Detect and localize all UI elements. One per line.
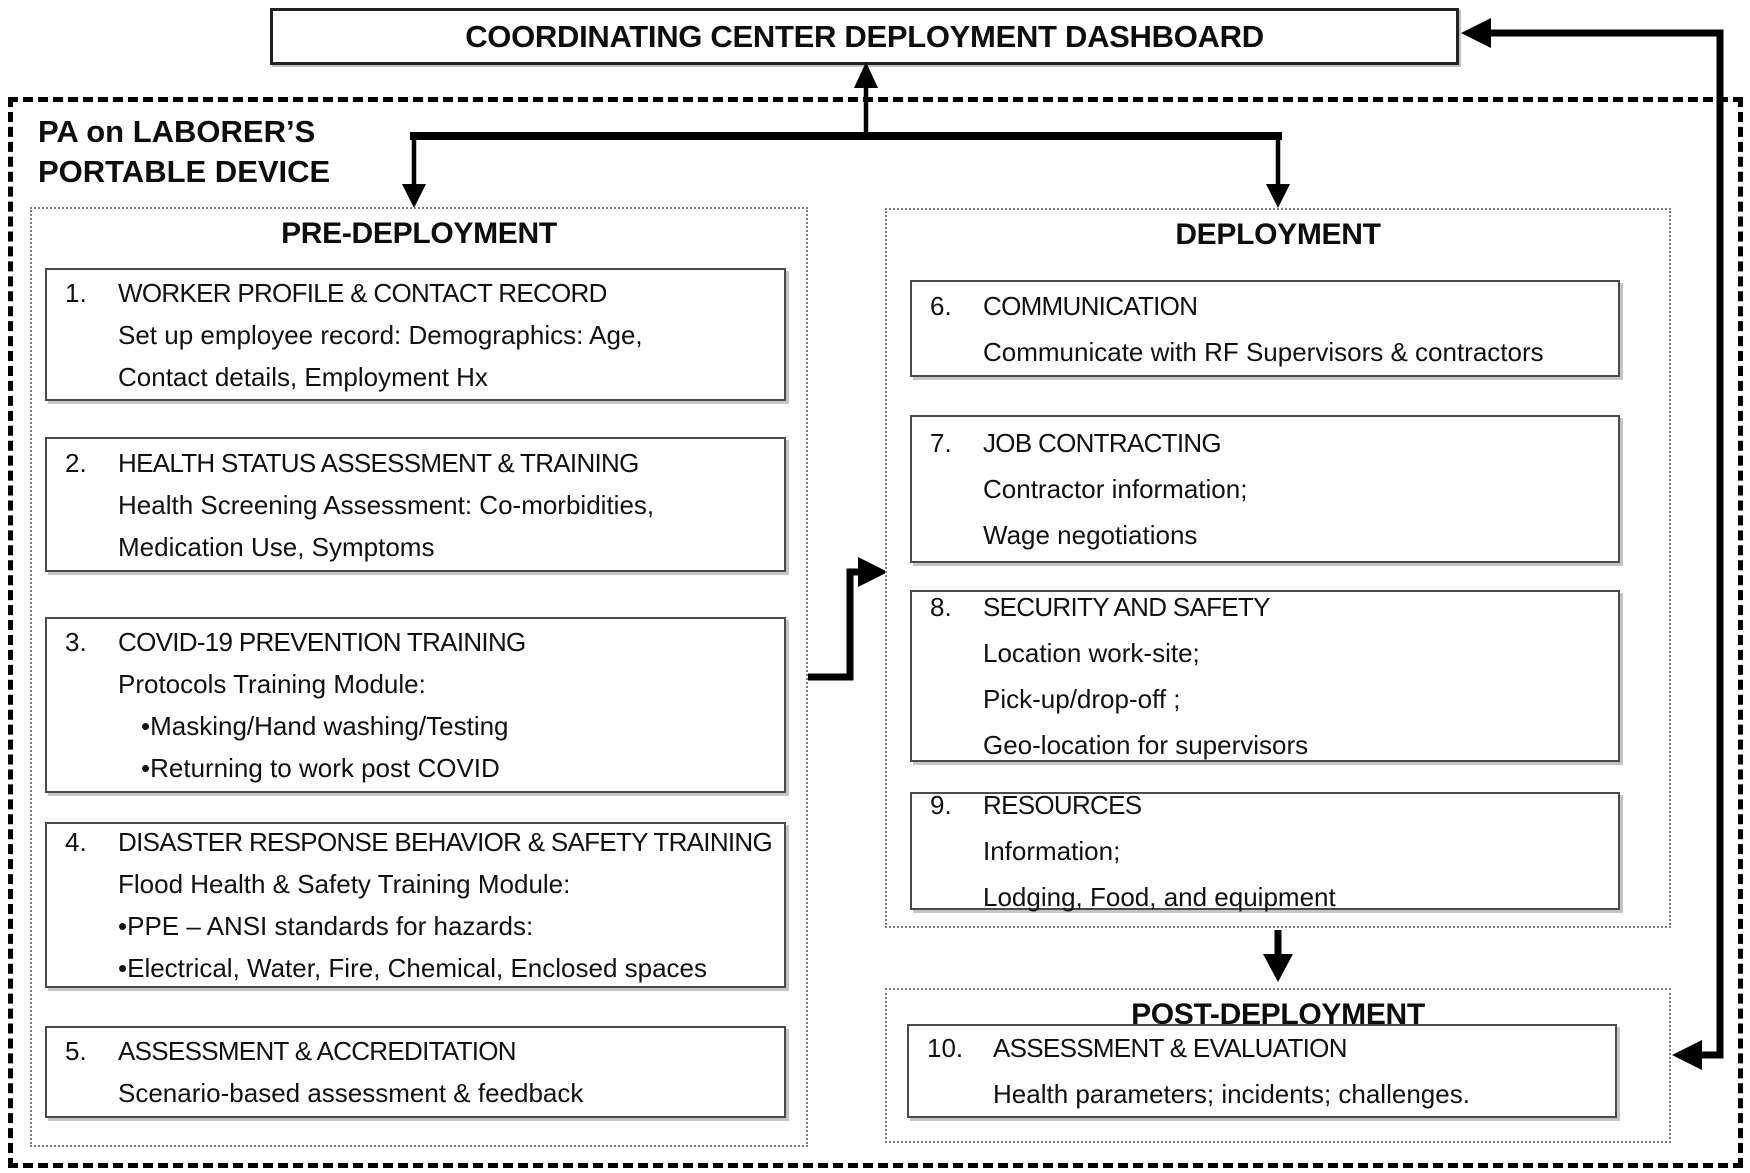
box4-bullet: •PPE – ANSI standards for hazards: — [118, 911, 534, 941]
deployment-title: DEPLOYMENT — [1175, 218, 1381, 251]
box7-number: 7. — [930, 428, 952, 458]
box3-number: 3. — [65, 627, 87, 657]
flow-box-4-disaster-response-training: 4. DISASTER RESPONSE BEHAVIOR & SAFETY TR… — [45, 822, 786, 988]
box1-title: WORKER PROFILE & CONTACT RECORD — [118, 277, 607, 308]
arrowhead-into-dashboard — [1461, 18, 1491, 48]
box7-line: Wage negotiations — [983, 520, 1198, 550]
device-label-line1: PA on LABORER’S — [38, 114, 316, 149]
flow-box-1-worker-profile: 1. WORKER PROFILE & CONTACT RECORD Set up… — [45, 268, 786, 401]
flow-box-3-covid-training: 3. COVID-19 PREVENTION TRAINING Protocols… — [45, 617, 786, 793]
flow-box-8-security-safety: 8. SECURITY AND SAFETY Location work-site… — [910, 590, 1620, 762]
flow-box-10-assessment-evaluation: 10. ASSESSMENT & EVALUATION Health parame… — [907, 1024, 1617, 1118]
box4-bullet: •Electrical, Water, Fire, Chemical, Encl… — [118, 953, 708, 983]
box10-title: ASSESSMENT & EVALUATION — [993, 1033, 1347, 1063]
box9-line: Information; — [983, 836, 1121, 866]
pre-deployment-title: PRE-DEPLOYMENT — [281, 217, 557, 250]
flow-box-2-health-status: 2. HEALTH STATUS ASSESSMENT & TRAINING He… — [45, 437, 786, 572]
box1-line: Contact details, Employment Hx — [118, 361, 488, 392]
box8-line: Pick-up/drop-off ; — [983, 684, 1181, 714]
portable-device-frame — [8, 97, 1743, 1168]
device-label: PA on LABORER’S PORTABLE DEVICE — [38, 112, 330, 191]
box2-line: Health Screening Assessment: Co-morbidit… — [118, 489, 655, 520]
deployment-to-post-connector — [1263, 930, 1293, 982]
box6-number: 6. — [930, 290, 952, 321]
box6-line: Communicate with RF Supervisors & contra… — [983, 336, 1544, 367]
box5-line: Scenario-based assessment & feedback — [118, 1078, 584, 1108]
flow-box-7-job-contracting: 7. JOB CONTRACTING Contractor information… — [910, 415, 1620, 563]
branch-connector — [402, 62, 1290, 208]
box3-title: COVID-19 PREVENTION TRAINING — [118, 627, 526, 657]
box10-line: Health parameters; incidents; challenges… — [993, 1079, 1470, 1109]
box9-line: Lodging, Food, and equipment — [983, 882, 1336, 912]
box1-line: Set up employee record: Demographics: Ag… — [118, 319, 643, 350]
box3-bullet: •Returning to work post COVID — [141, 753, 500, 783]
feedback-loop-connector — [1461, 18, 1724, 1070]
box9-number: 9. — [930, 790, 952, 820]
box5-title: ASSESSMENT & ACCREDITATION — [118, 1036, 517, 1066]
box5-number: 5. — [65, 1036, 87, 1066]
box4-line: Flood Health & Safety Training Module: — [118, 869, 571, 899]
device-label-line2: PORTABLE DEVICE — [38, 153, 331, 189]
flow-box-5-assessment-accreditation: 5. ASSESSMENT & ACCREDITATION Scenario-ba… — [45, 1026, 786, 1118]
box9-title: RESOURCES — [983, 790, 1142, 820]
coordinating-center-dashboard-box: COORDINATING CENTER DEPLOYMENT DASHBOARD — [270, 8, 1459, 65]
box7-line: Contractor information; — [983, 474, 1248, 504]
box7-title: JOB CONTRACTING — [983, 428, 1222, 458]
box3-bullet: •Masking/Hand washing/Testing — [141, 711, 509, 741]
box1-number: 1. — [65, 277, 87, 308]
box8-title: SECURITY AND SAFETY — [983, 592, 1270, 622]
box6-title: COMMUNICATION — [983, 290, 1198, 321]
box2-title: HEALTH STATUS ASSESSMENT & TRAINING — [118, 447, 639, 478]
box3-line: Protocols Training Module: — [118, 669, 426, 699]
box10-number: 10. — [927, 1033, 964, 1063]
flow-box-6-communication: 6. COMMUNICATION Communicate with RF Supe… — [910, 280, 1620, 377]
box8-number: 8. — [930, 592, 952, 622]
arrowhead-into-postdeployment — [1672, 1040, 1702, 1070]
box2-number: 2. — [65, 447, 87, 478]
box2-line: Medication Use, Symptoms — [118, 531, 435, 562]
box4-title: DISASTER RESPONSE BEHAVIOR & SAFETY TRAI… — [118, 827, 773, 857]
box4-number: 4. — [65, 827, 87, 857]
box8-line: Location work-site; — [983, 638, 1200, 668]
pre-to-deployment-connector — [808, 557, 888, 681]
dashboard-title: COORDINATING CENTER DEPLOYMENT DASHBOARD — [465, 18, 1264, 54]
box8-line: Geo-location for supervisors — [983, 730, 1309, 760]
flow-box-9-resources: 9. RESOURCES Information; Lodging, Food, … — [910, 790, 1620, 912]
